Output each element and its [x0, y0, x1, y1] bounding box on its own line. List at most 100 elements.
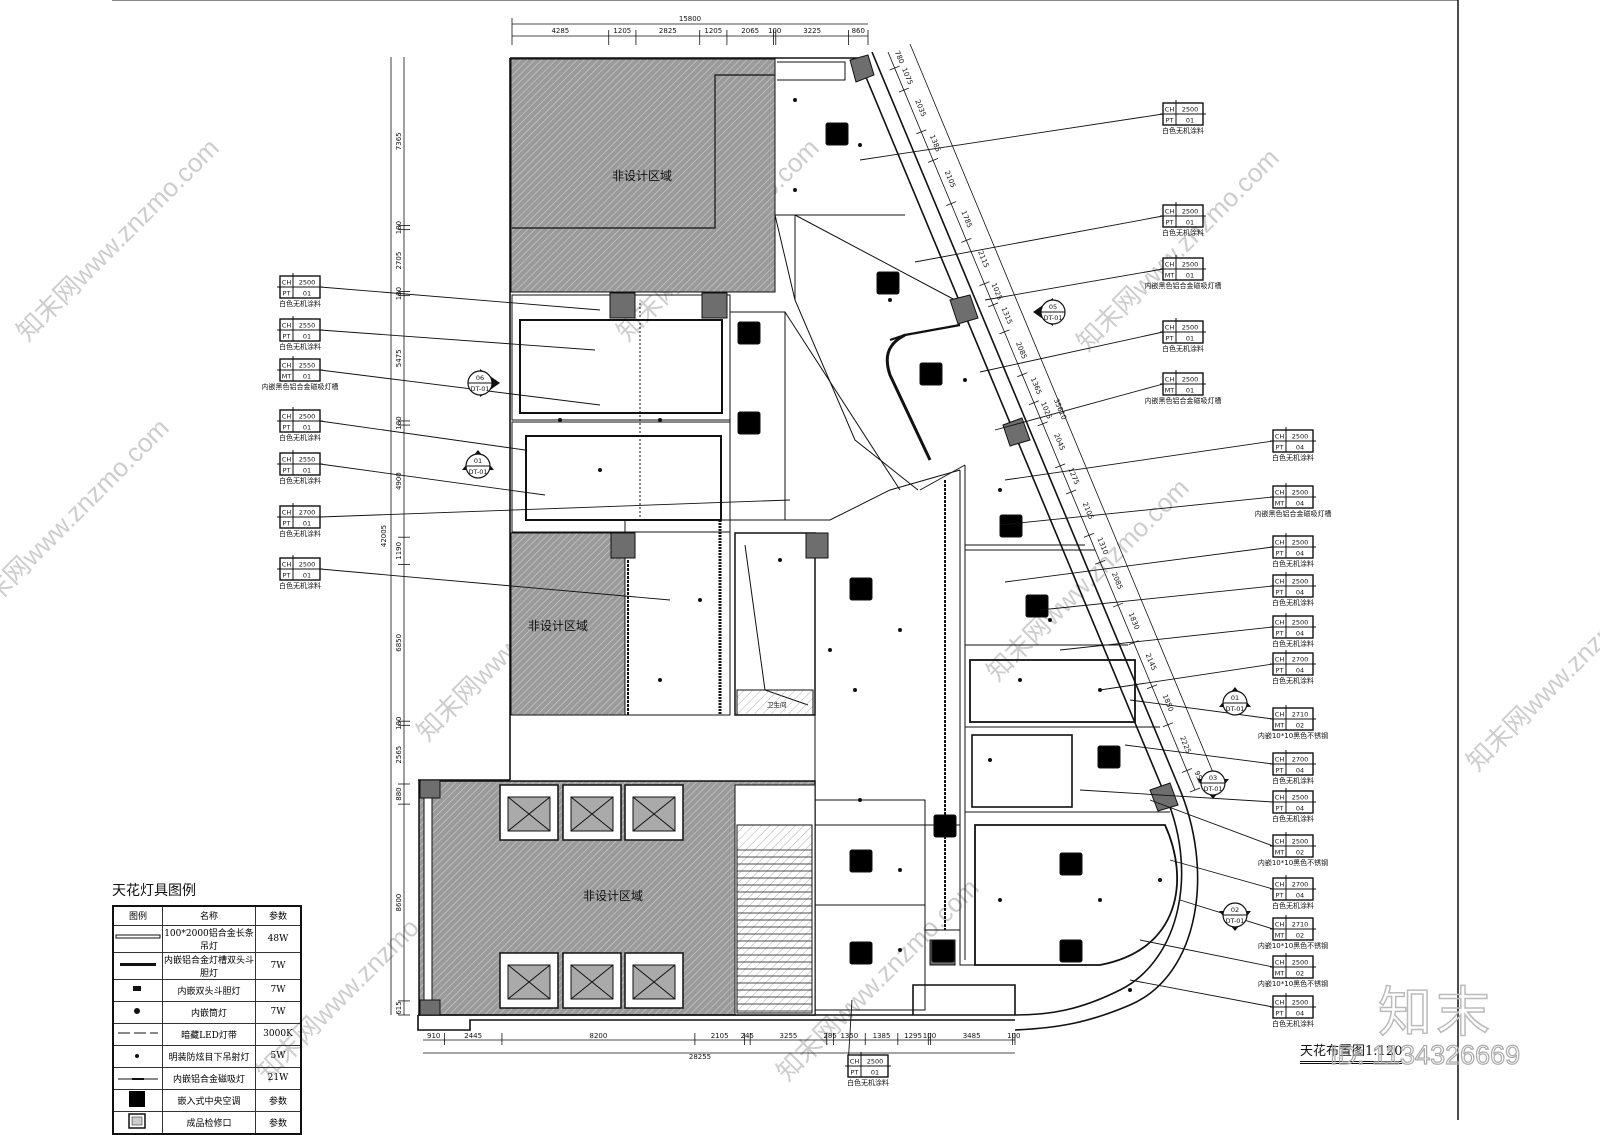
tag-text: 内嵌10*10黑色不锈钢	[1258, 858, 1328, 867]
dimension-total: 35610	[1052, 397, 1068, 421]
dimension-label: 2445	[464, 1032, 482, 1040]
downlight-icon	[858, 143, 862, 147]
legend-fixture-value: 5W	[255, 1044, 302, 1068]
elevator-shaft	[624, 784, 684, 841]
tag-text: 2500	[1292, 794, 1309, 802]
section-sheet: DT-01	[469, 468, 488, 476]
downlight-icon	[793, 188, 797, 192]
ac-unit-icon	[1097, 745, 1121, 769]
legend-fixture-name: 内嵌双头斗胆灯	[162, 978, 256, 1002]
tag-text: 02	[1296, 932, 1304, 940]
tag-text: 白色无机涂料	[1272, 639, 1314, 648]
legend-row: 明装防炫目下吊射灯 5W	[112, 1044, 302, 1068]
tag-ch-label: CH	[282, 413, 292, 421]
tag-text: PT	[1276, 550, 1284, 558]
tag-text: 白色无机涂料	[279, 581, 321, 590]
tag-text: 04	[1296, 1010, 1304, 1018]
elevator-group	[499, 784, 684, 1009]
dimension-label: 2065	[741, 27, 759, 35]
downlight-icon	[1158, 878, 1162, 882]
dimension-label: 2035	[913, 98, 927, 118]
dimension-label: 1315	[1000, 306, 1014, 326]
tag-text: MT	[1165, 387, 1175, 395]
tag-ch-label: CH	[282, 322, 292, 330]
tag-text: MT	[1275, 932, 1285, 940]
dimension-label: 180	[395, 416, 403, 429]
ac-unit-icon	[737, 411, 761, 435]
dimension-label: 2565	[395, 746, 403, 764]
dimension-label: 2085	[1014, 341, 1028, 361]
downlight-icon	[828, 648, 832, 652]
tag-text: 白色无机涂料	[279, 299, 321, 308]
ac-unit-icon	[999, 514, 1023, 538]
downlight-icon	[698, 598, 702, 602]
dimension-label: 2045	[1052, 432, 1066, 452]
tag-text: PT	[1276, 767, 1284, 775]
ac-unit-icon	[1059, 852, 1083, 876]
dimension-label: 2105	[943, 169, 957, 189]
tag-text: PT	[1166, 219, 1174, 227]
tag-text: MT	[1165, 272, 1175, 280]
dimension-total: 42005	[380, 525, 388, 547]
tag-text: 04	[1296, 444, 1304, 452]
dimension-label: 1385	[928, 134, 942, 154]
tag-text: 01	[871, 1069, 879, 1077]
tag-ch-label: CH	[1275, 619, 1285, 627]
legend-row: 暗藏LED灯带 3000K	[112, 1022, 302, 1046]
dimension-label: 910	[427, 1032, 440, 1040]
legend-row: 100*2000铝合金长条吊灯 48W	[112, 924, 302, 953]
watermark-id: ID: 1134326669	[1329, 1039, 1521, 1070]
tag-text: 白色无机涂料	[1272, 1019, 1314, 1028]
legend-header: 图例	[112, 905, 163, 926]
tag-text: 01	[303, 333, 311, 341]
legend-fixture-name: 暗藏LED灯带	[162, 1022, 256, 1046]
tag-text: 2500	[1292, 959, 1309, 967]
tag-text: 白色无机涂料	[1272, 598, 1314, 607]
downlight-icon	[898, 948, 902, 952]
double-spot-icon	[133, 985, 141, 991]
ac-unit-icon	[933, 814, 957, 838]
dimension-label: 1350	[840, 1032, 858, 1040]
tag-text: 白色无机涂料	[1272, 559, 1314, 568]
fixture-group	[558, 98, 1162, 992]
dimension-label: 1205	[613, 27, 631, 35]
linear-pendant-icon	[115, 934, 161, 939]
legend-fixture-value: 参数	[255, 1110, 302, 1135]
tag-text: 内嵌10*10黑色不锈钢	[1258, 979, 1328, 988]
ac-unit-icon	[825, 122, 849, 146]
tag-text: 2500	[1182, 106, 1199, 114]
downlight-icon	[793, 98, 797, 102]
downlight-icon	[134, 1007, 140, 1014]
legend-row: 内嵌铝合金磁吸灯 21W	[112, 1066, 302, 1090]
legend-fixture-name: 明装防炫目下吊射灯	[162, 1044, 256, 1068]
tag-text: 白色无机涂料	[279, 433, 321, 442]
dimension-label: 8600	[395, 894, 403, 912]
column	[949, 294, 979, 325]
ac-unit-icon	[849, 849, 873, 873]
tag-text: 2550	[299, 362, 316, 370]
tag-text: 2500	[1292, 489, 1309, 497]
tag-ch-label: CH	[282, 561, 292, 569]
tag-text: 内嵌10*10黑色不锈钢	[1258, 941, 1328, 950]
tag-ch-label: CH	[1275, 921, 1285, 929]
downlight-icon	[963, 378, 967, 382]
dimension-label: 180	[395, 717, 403, 730]
dimension-label: 1785	[959, 209, 973, 229]
section-sheet: DT-01	[1204, 785, 1223, 793]
column	[610, 532, 636, 559]
